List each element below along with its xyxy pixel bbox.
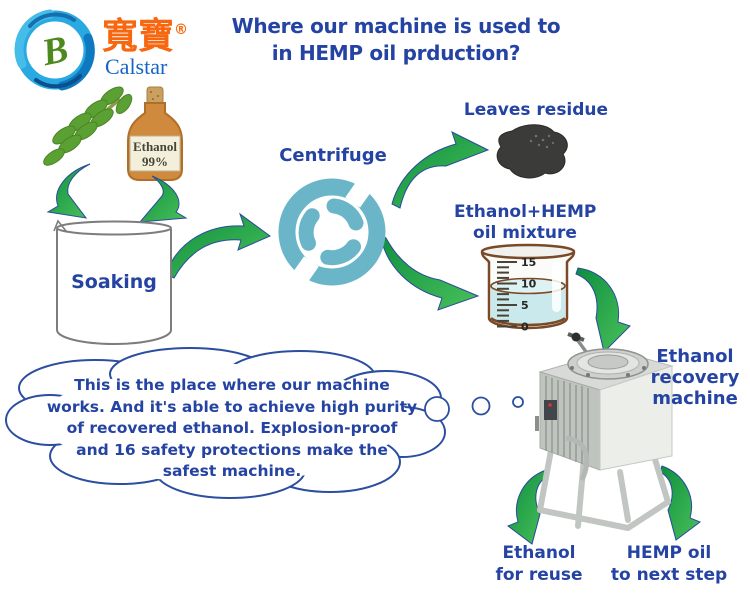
soaking-beaker: [53, 219, 172, 345]
thought-bubble-large: [424, 396, 450, 422]
scale-15: 15: [521, 256, 536, 269]
centrifuge-icon: [278, 178, 386, 286]
arrow-bottle-to-soaking: [138, 175, 188, 223]
cloud-line-5: safest machine.: [162, 462, 302, 480]
scale-5: 5: [521, 299, 529, 312]
label-mixture-line1: Ethanol+HEMP: [454, 202, 597, 222]
arrow-machine-to-ethanol-reuse: [506, 469, 549, 545]
residue-blob-icon: [496, 124, 568, 179]
label-mixture: Ethanol+HEMP oil mixture: [454, 202, 596, 244]
arrow-centrifuge-to-mixture: [379, 232, 480, 311]
page-title-line1: Where our machine is used to: [231, 14, 561, 38]
thought-bubble-small: [512, 396, 524, 408]
page-title: Where our machine is used to in HEMP oil…: [222, 13, 570, 67]
label-recovery-machine: Ethanol recovery machine: [644, 346, 746, 409]
label-machine-line1: Ethanol: [656, 346, 734, 367]
arrow-machine-to-hemp-next: [659, 465, 702, 541]
label-next-line1: HEMP oil: [626, 543, 712, 563]
ethanol-bottle-icon: Ethanol 99%: [127, 86, 183, 181]
registered-mark: ®: [174, 22, 189, 38]
scale-10: 10: [521, 278, 537, 291]
label-hemp-oil-next-step: HEMP oil to next step: [606, 542, 732, 586]
label-reuse-line2: for reuse: [495, 565, 583, 585]
cloud-line-3: of recovered ethanol. Explosion-proof: [66, 419, 398, 437]
label-reuse-line1: Ethanol: [502, 543, 576, 563]
brand-chinese: 寬寶®: [102, 10, 188, 57]
label-ethanol-for-reuse: Ethanol for reuse: [486, 542, 592, 586]
thought-bubble-medium: [471, 396, 491, 416]
label-next-line2: to next step: [610, 565, 728, 585]
cloud-line-4: and 16 safety protections make the: [76, 440, 388, 459]
recovery-machine-illustration: [535, 332, 674, 531]
thought-cloud: [5, 347, 524, 499]
bottle-label-percent: 99%: [142, 154, 168, 169]
leaves-icon: [43, 86, 133, 166]
label-mixture-line2: oil mixture: [473, 223, 577, 243]
arrow-soaking-to-centrifuge: [165, 212, 271, 279]
arrow-leaves-to-soaking: [46, 163, 91, 219]
label-soaking: Soaking: [71, 271, 157, 293]
label-machine-line2: recovery: [650, 367, 740, 388]
cloud-line-1: This is the place where our machine: [74, 376, 390, 394]
page-title-line2: in HEMP oil prduction?: [271, 41, 521, 65]
logo-mark: B: [14, 9, 95, 91]
arrow-centrifuge-to-residue: [391, 131, 490, 209]
thought-cloud-text: This is the place where our machine work…: [24, 375, 440, 483]
label-centrifuge: Centrifuge: [279, 145, 387, 166]
label-machine-line3: machine: [652, 388, 738, 409]
arrow-mixture-to-machine: [575, 267, 631, 353]
brand-english: Calstar: [105, 54, 168, 79]
cloud-line-2: works. And it's able to achieve high pur…: [46, 397, 418, 416]
label-leaves-residue: Leaves residue: [463, 100, 609, 120]
brand-chinese-text: 寬寶: [102, 16, 175, 57]
bottle-label-name: Ethanol: [133, 139, 177, 154]
scale-0: 0: [521, 321, 529, 334]
mixture-beaker: 15 10 5 0: [480, 243, 576, 334]
